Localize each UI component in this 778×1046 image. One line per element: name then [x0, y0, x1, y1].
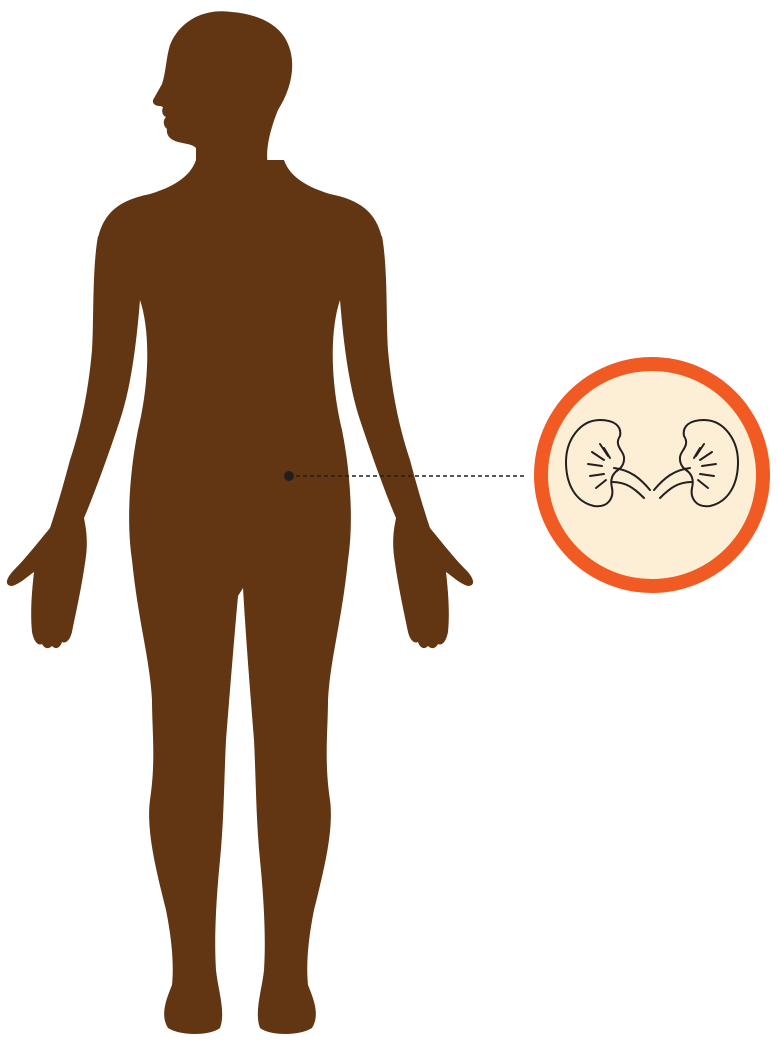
- right-arm: [340, 236, 473, 648]
- torso: [96, 160, 385, 1034]
- head: [153, 11, 292, 165]
- anchor-dot: [284, 471, 294, 481]
- kidney-callout: [534, 357, 770, 593]
- left-arm: [7, 236, 140, 648]
- human-silhouette: [7, 11, 473, 1034]
- callout-fill: [548, 371, 756, 579]
